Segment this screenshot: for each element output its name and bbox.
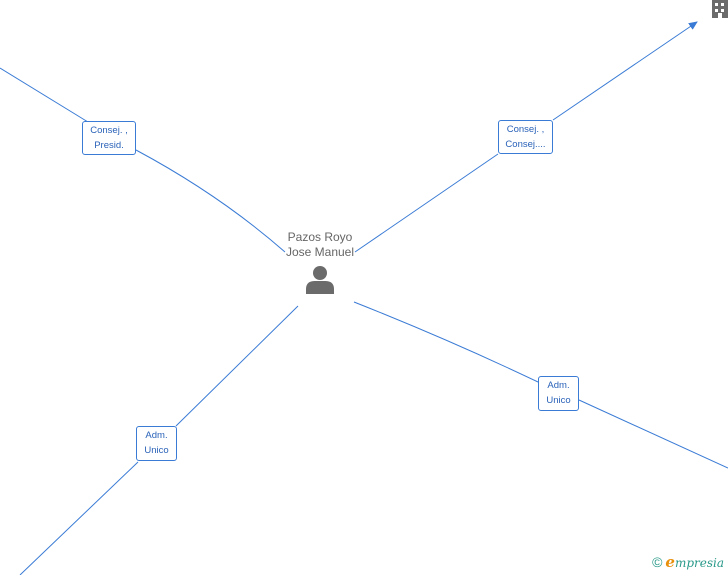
building-icon[interactable]	[708, 0, 728, 18]
edge-label-line1: Consej. ,	[90, 125, 128, 136]
person-name-line2: Jose Manuel	[285, 245, 355, 259]
footer-brand: © empresia	[652, 553, 724, 571]
edge-label-line2: Consej....	[505, 139, 546, 150]
brand-rest: mpresia	[674, 556, 724, 570]
person-icon	[306, 266, 334, 294]
edge-line-top-right	[354, 22, 697, 253]
edge-label-line2: Presid.	[94, 140, 124, 151]
edge-label-line2: Unico	[546, 395, 571, 406]
edge-label-top-left[interactable]: Consej. , Presid.	[82, 121, 136, 155]
person-node[interactable]: Pazos Royo Jose Manuel	[270, 230, 370, 294]
edge-label-top-right[interactable]: Consej. , Consej....	[498, 120, 553, 154]
edge-label-line1: Consej. ,	[506, 124, 545, 135]
edge-label-line1: Adm.	[145, 430, 168, 441]
brand-logo: empresia	[665, 553, 724, 571]
edge-line-top-left	[0, 67, 286, 253]
edge-label-line1: Adm.	[547, 380, 570, 391]
edge-label-line2: Unico	[144, 445, 169, 456]
edge-label-bottom-right[interactable]: Adm. Unico	[538, 376, 579, 411]
brand-initial: e	[665, 553, 675, 571]
edge-label-bottom-left[interactable]: Adm. Unico	[136, 426, 177, 461]
person-name-line1: Pazos Royo	[287, 230, 353, 244]
copyright-symbol: ©	[652, 554, 663, 570]
person-name: Pazos Royo Jose Manuel	[270, 230, 370, 260]
edge-line-bottom-left	[19, 305, 299, 575]
edge-line-bottom-right	[353, 301, 728, 469]
